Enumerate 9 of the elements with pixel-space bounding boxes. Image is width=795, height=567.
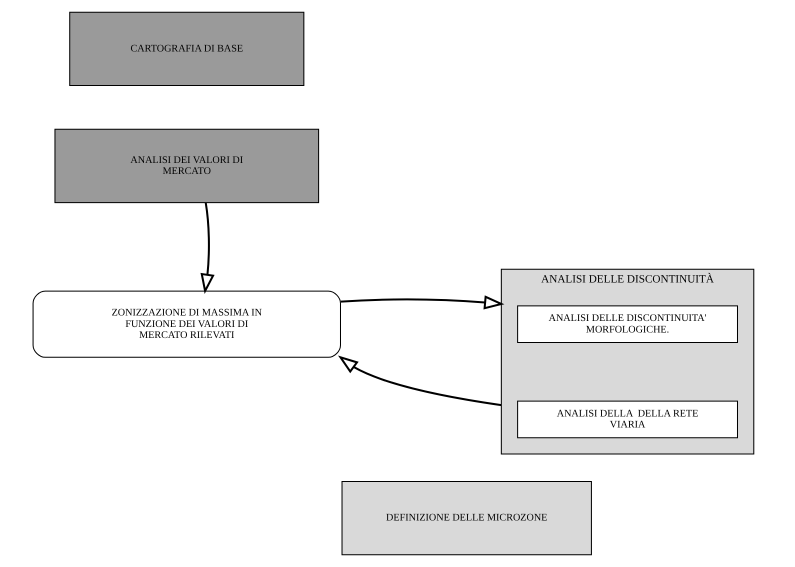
arrow xyxy=(200,202,215,294)
arrow xyxy=(340,295,504,310)
node-box: ANALISI DELLE DISCONTINUITA' MORFOLOGICHE. xyxy=(517,305,738,344)
node-box: ZONIZZAZIONE DI MASSIMA IN FUNZIONE DEI VALORI DI MERCATO RILEVATI xyxy=(32,290,341,358)
arrow xyxy=(338,355,502,406)
node-box: ANALISI DEI VALORI DI MERCATO xyxy=(54,128,320,204)
node-box: DEFINIZIONE DELLE MICROZONE xyxy=(342,480,592,556)
node-box: ANALISI DELLA DELLA RETE VIARIA xyxy=(517,400,738,438)
node-box: CARTOGRAFIA DI BASE xyxy=(69,12,304,86)
